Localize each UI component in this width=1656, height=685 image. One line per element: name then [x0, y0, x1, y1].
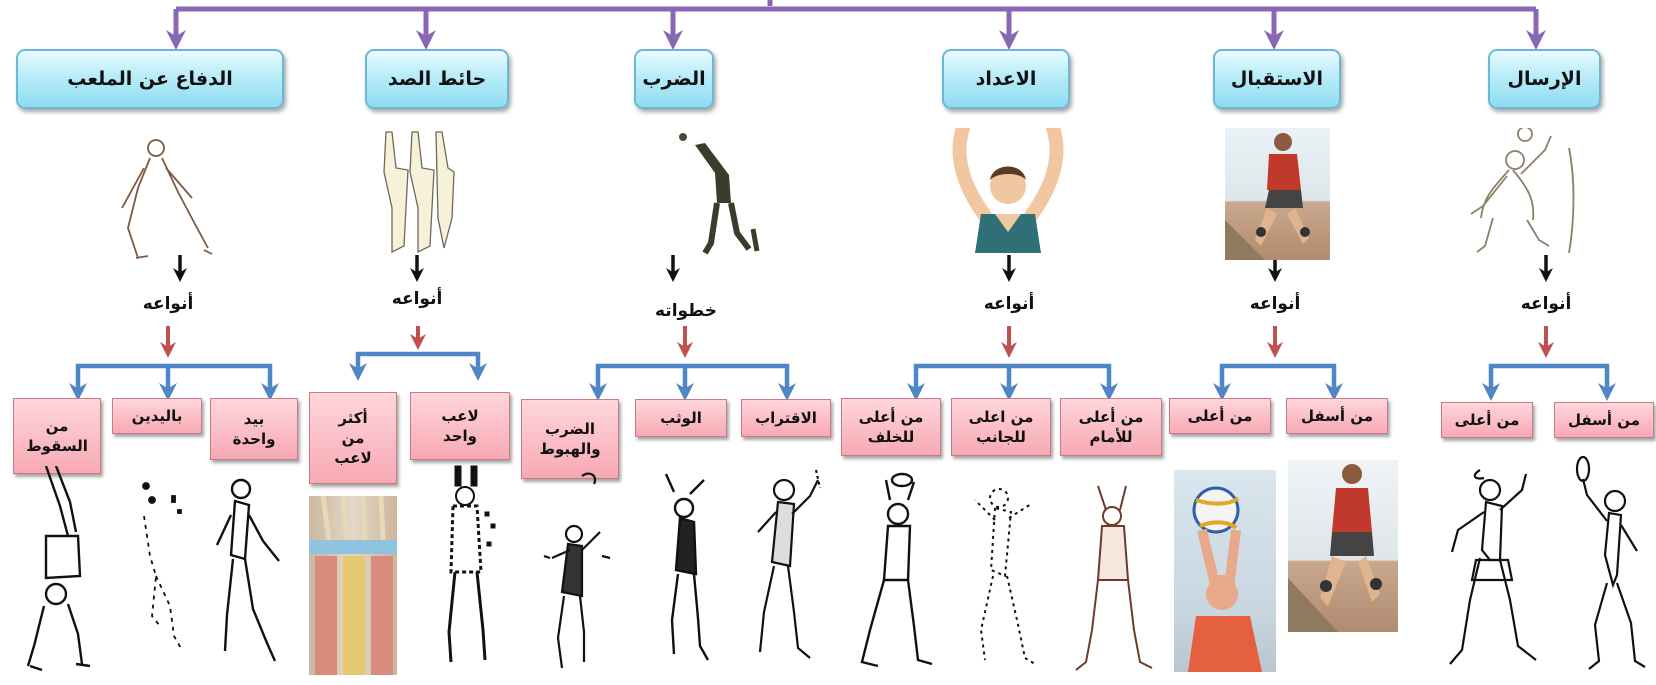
kinds-text: أنواعه — [1520, 294, 1572, 314]
serve-underhand-sketch — [1575, 455, 1646, 670]
subtype-text: لاعب واحد — [441, 407, 479, 445]
subtype-set-side: من اعلى للجانب — [951, 398, 1051, 456]
subtype-text: الاقتراب — [755, 409, 817, 427]
skill-title-block: حائط الصد — [365, 49, 509, 109]
subtype-text: من السقوط — [26, 417, 88, 455]
dig-two-hands-sketch — [142, 482, 183, 651]
subtype-text: من أعلى — [1187, 407, 1253, 425]
set-cartoon — [952, 128, 1064, 253]
subtype-receive-overhand: من أعلى — [1169, 398, 1271, 434]
kinds-text: أنواعه — [983, 294, 1035, 314]
subtype-spike-jump: الوثب — [635, 399, 727, 437]
spike-silhouette — [679, 133, 760, 255]
subtype-text: أكثر من لاعب — [334, 409, 372, 467]
skill-title-set: الاعداد — [942, 49, 1070, 109]
subtype-block-multi: أكثر من لاعب — [309, 392, 397, 484]
kinds-label-receive: أنواعه — [1235, 290, 1315, 318]
set-forward-sketch — [1075, 485, 1153, 671]
block-multi-photo — [309, 496, 397, 675]
subtype-serve-overhand: من أعلى — [1441, 402, 1533, 438]
subtype-text: الوثب — [660, 409, 702, 427]
subtype-text: من أعلى للأمام — [1078, 408, 1144, 446]
kinds-label-serve: أنواعه — [1506, 290, 1586, 318]
subtype-spike-approach: الاقتراب — [741, 399, 831, 437]
subtype-receive-underhand: من أسفل — [1286, 398, 1388, 434]
kinds-label-spike: خطواته — [644, 297, 728, 325]
receive-underhand-photo — [1288, 460, 1398, 632]
skill-title-spike: الضرب — [634, 49, 714, 109]
subtype-dig-one-hand: بيد واحدة — [210, 398, 298, 460]
dig-sketch — [121, 139, 213, 259]
subtype-dig-falling: من السقوط — [13, 398, 101, 474]
subtype-text: من أعلى للخلف — [858, 408, 924, 446]
spike-hit-sketch — [543, 472, 611, 669]
serve-overhand-sketch — [1449, 469, 1537, 665]
skill-title-text: الاستقبال — [1230, 68, 1324, 90]
kinds-label-block: أنواعه — [377, 285, 457, 313]
subtype-text: من أسفل — [1567, 411, 1641, 429]
dig-one-hand-sketch — [215, 478, 280, 662]
kinds-label-dig: أنواعه — [128, 290, 208, 318]
subtype-text: من أسفل — [1300, 407, 1374, 425]
subtype-text: من اعلى للجانب — [968, 408, 1034, 446]
skill-title-text: حائط الصد — [387, 68, 487, 90]
subtype-text: الضرب والهبوط — [539, 420, 601, 458]
dig-fall-sketch — [26, 466, 91, 672]
skill-title-text: الدفاع عن الملعب — [67, 68, 233, 90]
kinds-label-set: أنواعه — [969, 290, 1049, 318]
skill-title-text: الإرسال — [1507, 68, 1582, 90]
block-single-sketch — [447, 465, 496, 663]
subtype-text: من أعلى — [1454, 411, 1520, 429]
subtype-dig-two-hands: باليدين — [112, 398, 202, 434]
block-sketch — [383, 131, 455, 254]
subtype-set-back: من أعلى للخلف — [841, 398, 941, 456]
subtype-text: باليدين — [131, 407, 183, 425]
subtype-block-single: لاعب واحد — [410, 392, 510, 460]
spike-jump-sketch — [664, 473, 710, 661]
serve-sketch — [1470, 128, 1575, 254]
skill-title-text: الضرب — [642, 68, 706, 90]
skill-title-serve: الإرسال — [1488, 49, 1601, 109]
subtype-text: بيد واحدة — [232, 410, 276, 448]
kinds-text: أنواعه — [1249, 294, 1301, 314]
kinds-text: خطواته — [655, 301, 717, 321]
kinds-text: أنواعه — [142, 294, 194, 314]
receive-overhand-photo — [1174, 470, 1276, 672]
kinds-text: أنواعه — [391, 289, 443, 309]
spike-approach-sketch — [757, 469, 822, 659]
subtype-set-forward: من أعلى للأمام — [1060, 398, 1162, 456]
subtype-spike-hit-land: الضرب والهبوط — [521, 399, 619, 479]
skill-title-receive: الاستقبال — [1213, 49, 1341, 109]
set-side-sketch — [974, 488, 1036, 665]
set-back-sketch — [860, 472, 933, 668]
receive-photo — [1225, 128, 1330, 260]
subtype-serve-underhand: من أسفل — [1554, 402, 1654, 438]
skill-title-text: الاعداد — [975, 68, 1037, 90]
skill-title-dig: الدفاع عن الملعب — [16, 49, 284, 109]
